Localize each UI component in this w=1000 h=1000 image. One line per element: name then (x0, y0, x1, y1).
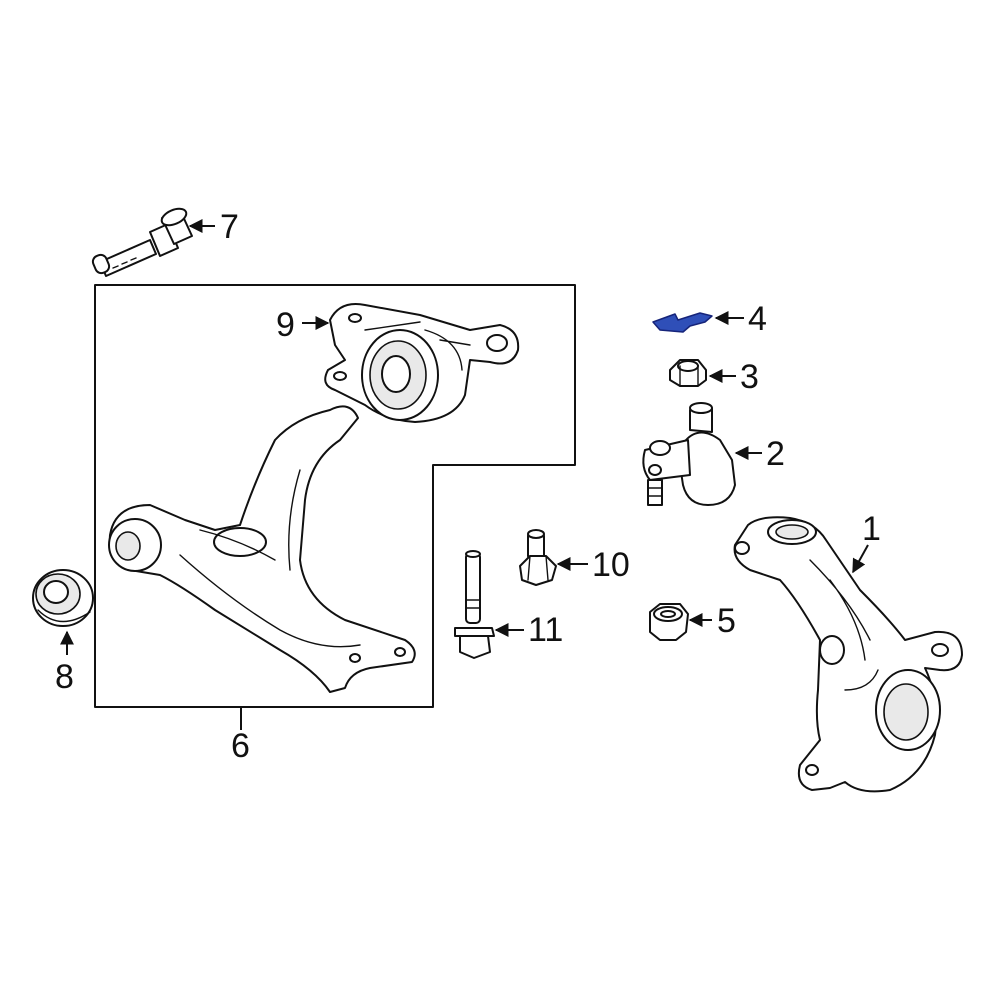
assembly-box (94, 284, 576, 708)
part-3-nut[interactable] (669, 359, 707, 387)
callout-11: 11 (528, 611, 563, 649)
leaders (60, 219, 869, 730)
callout-4: 4 (748, 300, 767, 338)
callout-7: 7 (220, 208, 239, 246)
part-8-seal[interactable] (32, 569, 94, 627)
callout-8: 8 (55, 658, 74, 696)
part-11-bolt[interactable] (454, 550, 495, 659)
callout-10: 10 (592, 546, 630, 584)
part-7-bolt[interactable] (91, 205, 193, 277)
part-5-nut[interactable] (649, 603, 689, 641)
callout-9: 9 (276, 306, 295, 344)
callout-3: 3 (740, 358, 759, 396)
part-2-ball-joint[interactable] (642, 402, 736, 506)
callout-5: 5 (717, 602, 736, 640)
callout-2: 2 (766, 435, 785, 473)
part-9-bushing[interactable] (324, 303, 520, 423)
part-4-clip[interactable] (652, 312, 713, 333)
callout-6: 6 (231, 727, 250, 765)
part-1-knuckle[interactable] (733, 516, 963, 793)
callout-1: 1 (862, 510, 881, 548)
part-6-control-arm[interactable] (108, 405, 416, 693)
part-10-bolt[interactable] (519, 529, 557, 586)
